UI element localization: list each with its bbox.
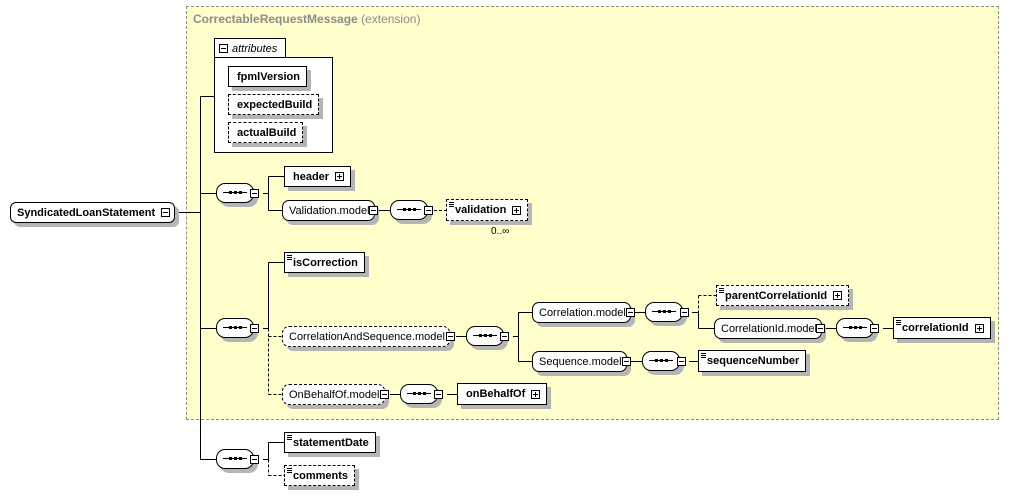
group-label: Correlation.model [539, 306, 626, 319]
collapse-toggle-icon[interactable] [369, 206, 378, 215]
group-sequence-model[interactable]: Sequence.model [532, 351, 627, 372]
simple-content-icon [896, 320, 901, 325]
collapse-toggle-icon[interactable] [380, 390, 389, 399]
sequence-compositor-icon [216, 183, 254, 203]
collapse-toggle-icon[interactable] [680, 308, 689, 317]
collapse-toggle-icon[interactable] [626, 308, 635, 317]
group-label: Validation.model [289, 204, 370, 217]
collapse-toggle-icon[interactable] [622, 357, 631, 366]
element-parent-correlation-id[interactable]: parentCorrelationId [716, 285, 850, 306]
element-label: onBehalfOf [466, 388, 526, 400]
expand-toggle-icon[interactable] [531, 389, 541, 399]
sequence-compositor-icon [400, 384, 438, 404]
collapse-toggle-icon[interactable] [816, 324, 825, 333]
extension-title: CorrectableRequestMessage (extension) [193, 12, 420, 26]
collapse-toggle-icon[interactable] [219, 44, 228, 53]
group-on-behalf-of-model[interactable]: OnBehalfOf.model [282, 384, 385, 405]
element-is-correction[interactable]: isCorrection [284, 252, 365, 273]
collapse-toggle-icon[interactable] [870, 324, 879, 333]
simple-content-icon [701, 353, 706, 358]
simple-content-icon [719, 288, 724, 293]
expand-toggle-icon[interactable] [974, 323, 984, 333]
element-validation[interactable]: validation [446, 199, 529, 221]
collapse-toggle-icon[interactable] [677, 357, 686, 366]
element-label: isCorrection [293, 256, 358, 269]
element-label: correlationId [902, 322, 969, 334]
element-label: sequenceNumber [707, 355, 800, 367]
attribute-label: expectedBuild [237, 98, 313, 111]
element-label: header [293, 170, 330, 183]
sequence-compositor-icon [390, 200, 428, 220]
collapse-toggle-icon[interactable] [250, 324, 259, 333]
group-label: OnBehalfOf.model [289, 388, 380, 401]
collapse-toggle-icon[interactable] [250, 189, 259, 198]
simple-content-icon [449, 202, 454, 207]
expand-toggle-icon[interactable] [833, 291, 843, 300]
cardinality-label: 0..∞ [491, 226, 510, 237]
attribute-label: actualBuild [237, 126, 297, 139]
group-correlation-id-model[interactable]: CorrelationId.model [714, 318, 822, 339]
group-correlation-model[interactable]: Correlation.model [532, 302, 631, 323]
expand-toggle-icon[interactable] [335, 172, 345, 181]
element-comments[interactable]: comments [284, 465, 356, 486]
collapse-toggle-icon[interactable] [446, 332, 455, 341]
extension-base-name: CorrectableRequestMessage [193, 12, 358, 26]
collapse-toggle-icon[interactable] [161, 208, 171, 217]
simple-content-icon [287, 255, 292, 260]
attribute-fpml-version[interactable]: fpmlVersion [228, 66, 307, 87]
sequence-compositor-icon [642, 351, 680, 371]
sequence-compositor-icon [836, 318, 874, 338]
element-label: comments [293, 469, 349, 482]
sequence-compositor-icon [216, 318, 254, 338]
collapse-toggle-icon[interactable] [500, 332, 509, 341]
element-on-behalf-of[interactable]: onBehalfOf [457, 383, 548, 405]
simple-content-icon [287, 435, 292, 440]
group-label: CorrelationAndSequence.model [289, 330, 445, 343]
simple-content-icon [287, 468, 292, 473]
element-label: validation [455, 204, 507, 216]
attribute-label: fpmlVersion [237, 70, 300, 83]
collapse-toggle-icon[interactable] [250, 455, 259, 464]
collapse-toggle-icon[interactable] [434, 390, 443, 399]
group-correlation-and-sequence-model[interactable]: CorrelationAndSequence.model [282, 326, 450, 347]
attributes-tab[interactable]: attributes [214, 38, 286, 58]
attribute-expected-build[interactable]: expectedBuild [228, 94, 320, 115]
sequence-compositor-icon [216, 449, 254, 469]
element-correlation-id[interactable]: correlationId [893, 317, 991, 339]
extension-label: (extension) [361, 12, 421, 26]
group-validation-model[interactable]: Validation.model [282, 200, 375, 221]
element-sequence-number[interactable]: sequenceNumber [698, 350, 807, 372]
element-label: statementDate [293, 436, 369, 449]
root-element-label: SyndicatedLoanStatement [17, 206, 156, 219]
collapse-toggle-icon[interactable] [424, 206, 433, 215]
sequence-compositor-icon [466, 326, 504, 346]
attribute-actual-build[interactable]: actualBuild [228, 122, 304, 143]
root-element-syndicated-loan-statement[interactable]: SyndicatedLoanStatement [10, 202, 176, 223]
group-label: CorrelationId.model [721, 322, 817, 335]
element-statement-date[interactable]: statementDate [284, 432, 376, 453]
sequence-compositor-icon [645, 302, 683, 322]
attributes-label: attributes [232, 42, 278, 55]
group-label: Sequence.model [539, 355, 622, 368]
element-label: parentCorrelationId [725, 289, 828, 302]
expand-toggle-icon[interactable] [512, 205, 522, 215]
element-header[interactable]: header [284, 166, 352, 187]
